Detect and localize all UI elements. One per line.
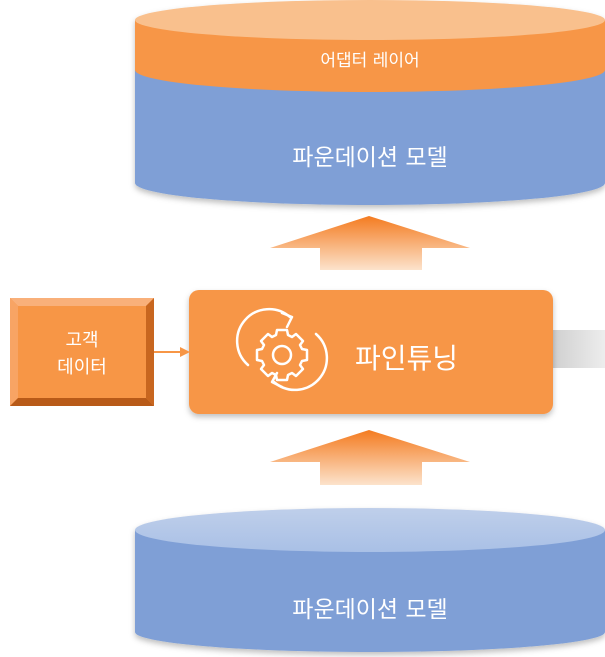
top-foundation-model-cylinder bbox=[135, 0, 605, 205]
adapter-layer-label: 어댑터 레이어 bbox=[320, 51, 420, 71]
arrow-up-top bbox=[270, 216, 470, 270]
bottom-foundation-model-cylinder bbox=[135, 508, 605, 652]
grey-connector bbox=[553, 330, 605, 368]
arrow-up-bottom bbox=[270, 430, 470, 485]
finetune-label: 파인튜닝 bbox=[355, 342, 459, 375]
customer-data-label: 고객 데이터 bbox=[10, 327, 154, 381]
finetune-box bbox=[189, 290, 553, 414]
gear-refresh-icon bbox=[235, 307, 329, 392]
bottom-foundation-model-label: 파운데이션 모델 bbox=[292, 597, 448, 623]
arrow-customer-to-finetune bbox=[154, 347, 190, 357]
customer-data-line2: 데이터 bbox=[57, 357, 107, 378]
customer-data-box bbox=[10, 298, 154, 406]
top-foundation-model-label: 파운데이션 모델 bbox=[292, 145, 448, 171]
customer-data-line1: 고객 bbox=[65, 330, 99, 351]
